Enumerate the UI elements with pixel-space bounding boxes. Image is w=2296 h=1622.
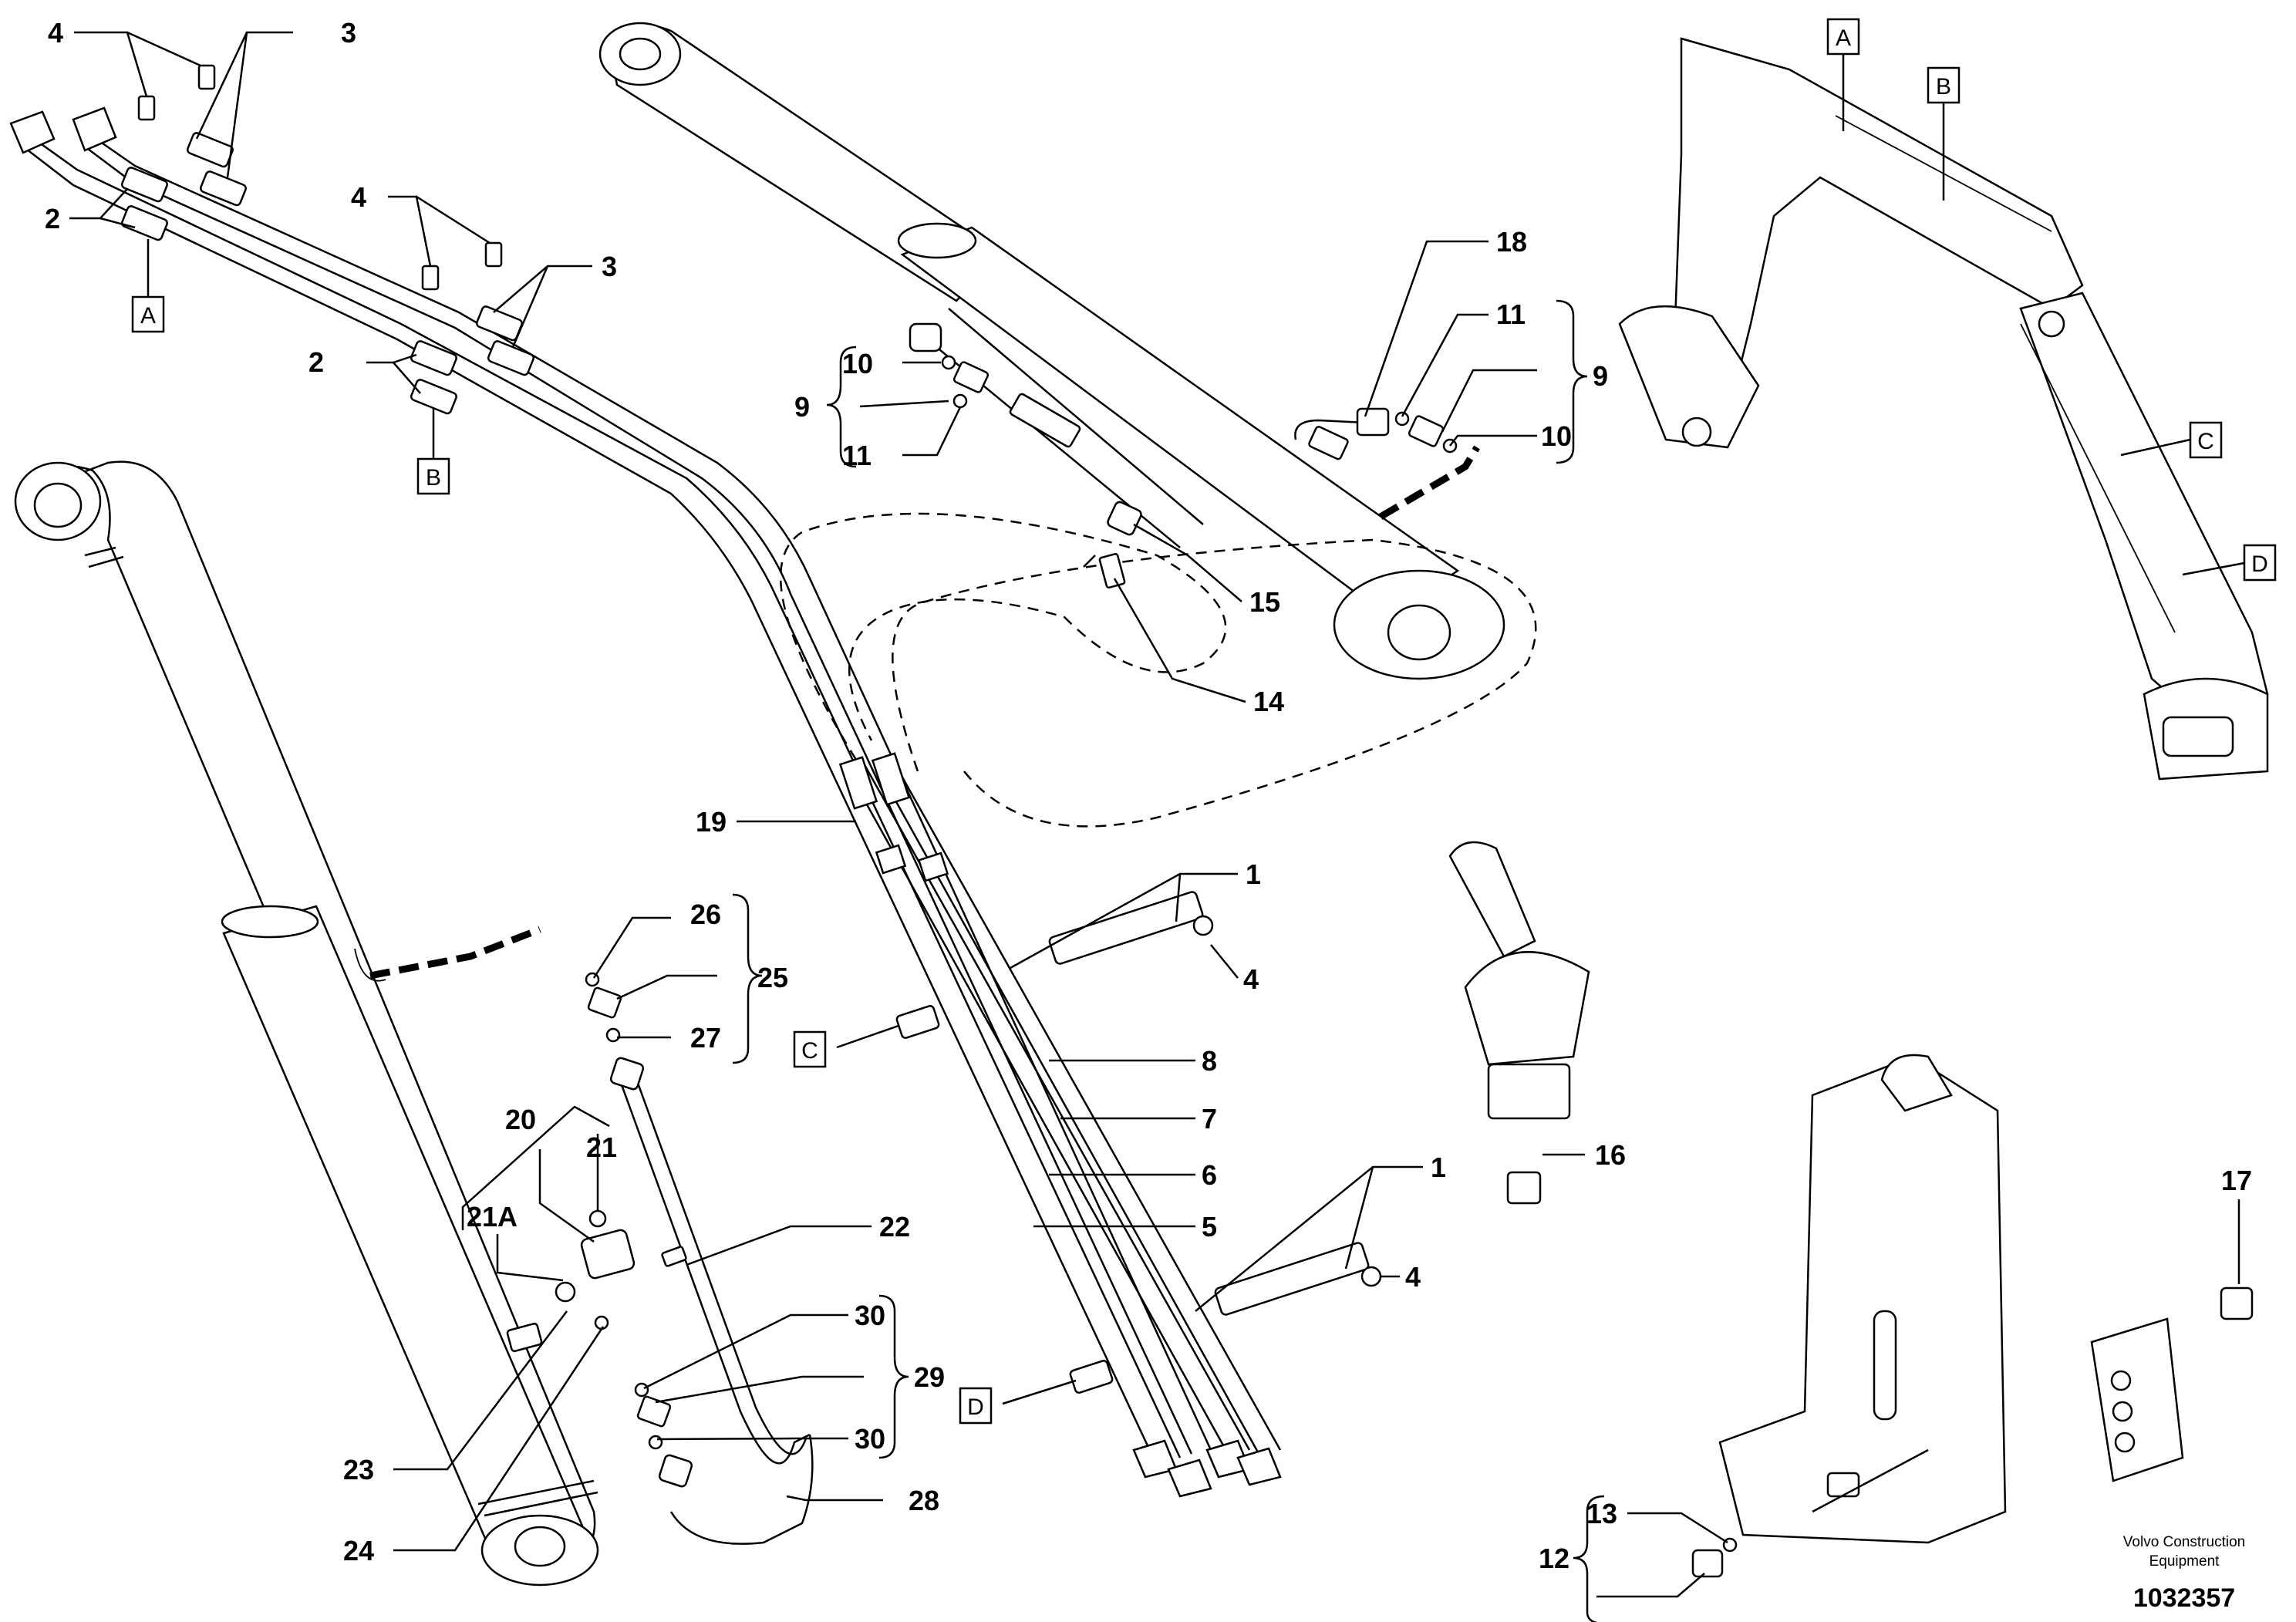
fittings-lower [506, 972, 814, 1545]
callout-2: 2 [45, 203, 60, 234]
callout-27: 27 [690, 1022, 721, 1054]
callout-21: 21 [586, 1131, 617, 1163]
box-c-label: C [801, 1038, 818, 1064]
box-b [416, 457, 450, 495]
box-c [793, 1030, 827, 1068]
callout-30: 30 [855, 1423, 885, 1455]
callout-10: 10 [1541, 420, 1572, 452]
callout-4: 4 [1243, 963, 1259, 995]
valve-block [2090, 1286, 2254, 1482]
callout-13: 13 [1586, 1498, 1617, 1529]
callout-7: 7 [1202, 1103, 1217, 1135]
callout-28: 28 [909, 1485, 939, 1516]
overview-box-a [1826, 18, 1860, 56]
callout-18: 18 [1496, 226, 1527, 258]
callout-22: 22 [879, 1211, 910, 1243]
hydraulic-pipes [9, 106, 1282, 1498]
callout-3: 3 [602, 251, 617, 282]
callout-8: 8 [1202, 1045, 1217, 1077]
callout-30: 30 [855, 1300, 885, 1331]
callout-11: 11 [1496, 298, 1526, 330]
credit-line-1: Volvo Construction [2123, 1534, 2245, 1550]
callout-24: 24 [343, 1535, 374, 1566]
overview-box-b [1927, 66, 1961, 104]
reference-boxes: A B C D A B C D [131, 18, 2277, 1425]
bolts [137, 64, 1382, 1287]
credit-line-2: Equipment [2149, 1553, 2220, 1570]
callout-19: 19 [696, 806, 727, 838]
footer: Volvo Construction Equipment 1032357 [2123, 1534, 2245, 1613]
overview-box-b-label: B [1936, 74, 1951, 99]
callout-5: 5 [1202, 1211, 1217, 1243]
fittings-group-9 [941, 355, 1458, 589]
joystick-assembly [1448, 841, 1590, 1205]
callout-3: 3 [341, 17, 356, 49]
leader-lines [69, 31, 2245, 1622]
callout-15: 15 [1249, 586, 1280, 618]
callout-16: 16 [1595, 1139, 1626, 1171]
overview-box-d-label: D [2251, 551, 2268, 577]
overview-box-a-label: A [1836, 25, 1851, 51]
hose-routings [354, 445, 1537, 982]
callout-17: 17 [2221, 1165, 2252, 1196]
callout-6: 6 [1202, 1159, 1217, 1191]
callout-1: 1 [1246, 858, 1261, 890]
overview-box-c-label: C [2197, 429, 2214, 454]
callout-9: 9 [1593, 360, 1608, 392]
callout-20: 20 [505, 1104, 536, 1135]
document-number: 1032357 [2133, 1583, 2235, 1613]
box-a [131, 295, 165, 333]
box-d [959, 1387, 993, 1425]
pipe-clamps [120, 132, 1370, 1394]
excavator-arm-overview [1618, 37, 2269, 781]
callout-23: 23 [343, 1454, 374, 1485]
callout-29: 29 [914, 1361, 945, 1393]
overview-box-c [2189, 421, 2223, 459]
callout-11: 11 [842, 440, 872, 471]
callout-4: 4 [1405, 1261, 1421, 1293]
callout-26: 26 [690, 899, 721, 930]
part-callouts: 4 3 2 4 3 2 10 9 11 18 11 9 10 15 14 19 … [45, 17, 2252, 1574]
box-d-label: D [967, 1394, 984, 1420]
top-boom-cylinder [598, 22, 1505, 680]
callout-9: 9 [794, 391, 810, 423]
callout-4: 4 [48, 17, 63, 49]
box-a-label: A [140, 303, 156, 329]
box-b-label: B [426, 465, 441, 491]
callout-10: 10 [842, 348, 873, 379]
callout-14: 14 [1253, 686, 1284, 717]
callout-2: 2 [308, 346, 324, 378]
callout-21a: 21A [467, 1201, 518, 1233]
left-boom-cylinder [14, 460, 599, 1587]
callout-4: 4 [351, 181, 366, 213]
callout-12: 12 [1539, 1543, 1569, 1574]
callout-1: 1 [1431, 1152, 1446, 1183]
hydraulic-tank [1691, 1054, 2007, 1578]
callout-25: 25 [757, 962, 788, 993]
overview-box-d [2243, 544, 2277, 582]
